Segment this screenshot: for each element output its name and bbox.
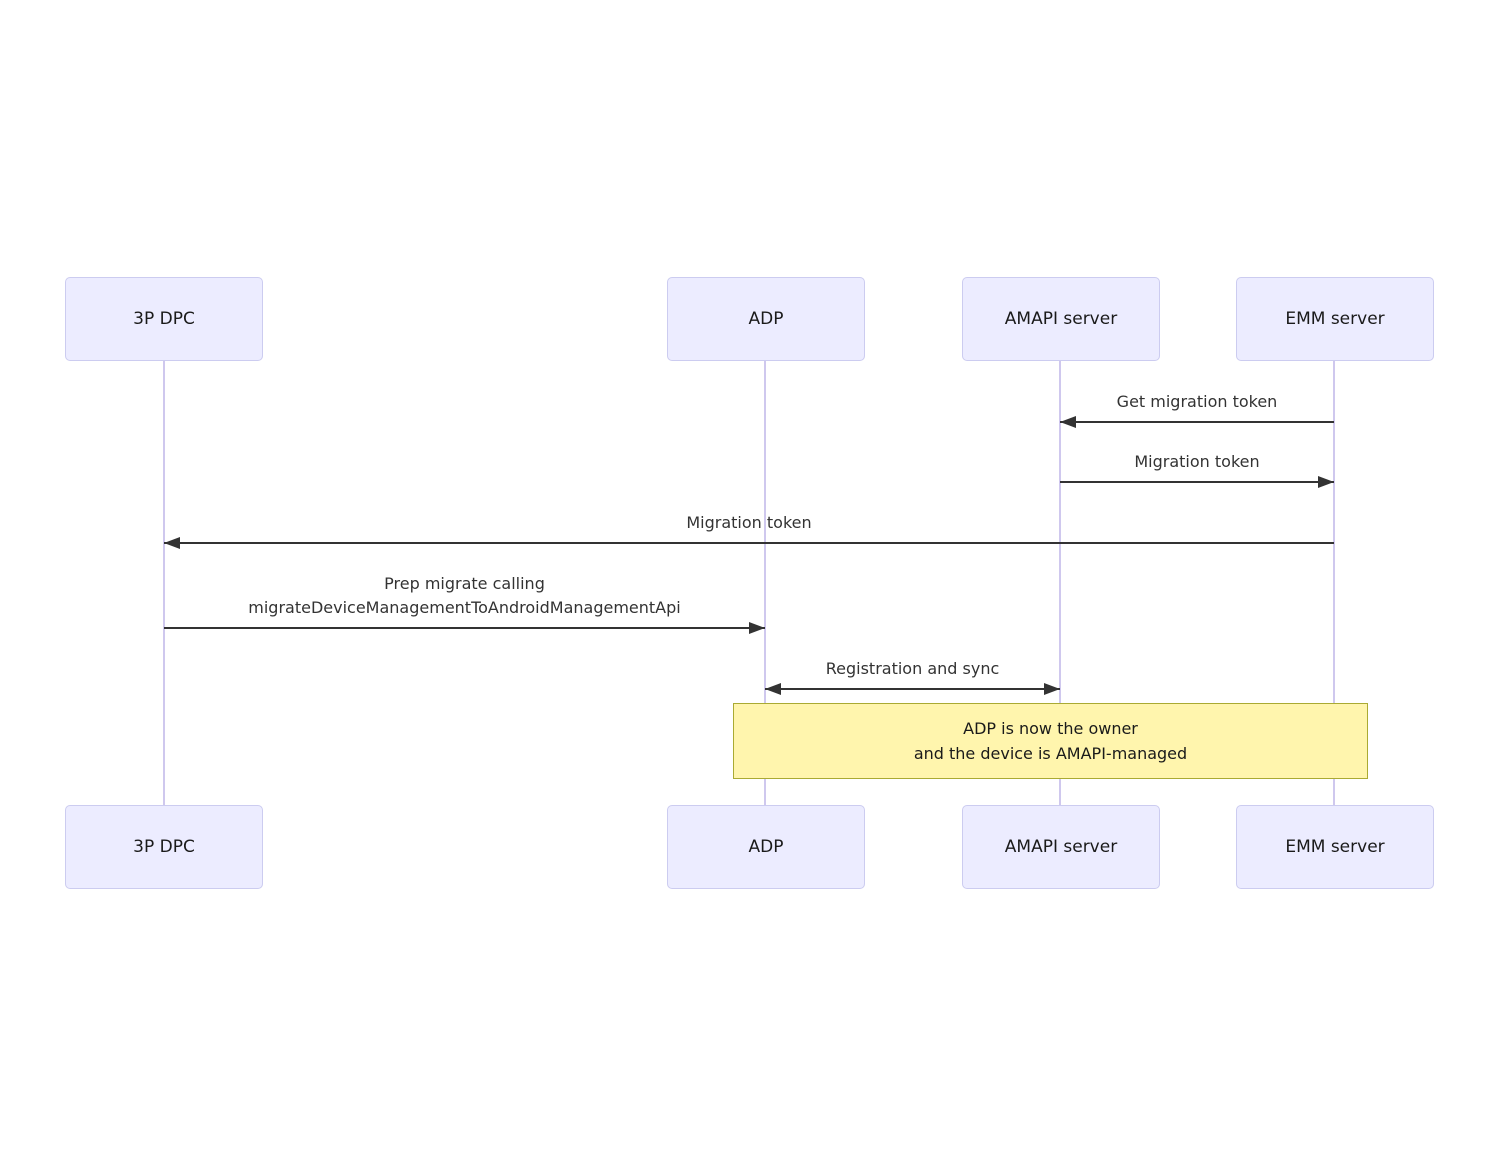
actor-box-adp-top: ADP [667,277,865,361]
message-label-migration-token-long: Migration token [686,513,812,532]
actor-label: 3P DPC [133,837,195,857]
note-line1: ADP is now the owner [963,719,1138,738]
message-line [765,688,1060,690]
message-line [164,542,1334,544]
arrowhead-left [164,537,180,549]
actor-label: ADP [748,309,784,329]
note-adp-owner: ADP is now the owner and the device is A… [733,703,1368,779]
message-label-line2: migrateDeviceManagementToAndroidManageme… [248,598,681,617]
message-label-get-migration-token: Get migration token [1116,392,1278,411]
note-line2: and the device is AMAPI-managed [913,744,1188,763]
message-label-migration-token: Migration token [1134,452,1260,471]
lifeline-emm-server [1333,361,1335,805]
actor-label: EMM server [1285,309,1385,329]
actor-label: AMAPI server [1004,309,1118,329]
lifeline-adp [764,361,766,805]
actor-box-emm-server-bottom: EMM server [1236,805,1434,889]
actor-box-emm-server-top: EMM server [1236,277,1434,361]
message-label-prep-migrate: Prep migrate calling migrateDeviceManage… [164,572,765,620]
actor-label: EMM server [1285,837,1385,857]
lifeline-amapi-server [1059,361,1061,805]
lifeline-3p-dpc [163,361,165,805]
actor-box-3p-dpc-bottom: 3P DPC [65,805,263,889]
actor-label: 3P DPC [133,309,195,329]
message-line [1060,421,1334,423]
arrowhead-left [765,683,781,695]
actor-box-amapi-server-top: AMAPI server [962,277,1160,361]
actor-box-3p-dpc-top: 3P DPC [65,277,263,361]
actor-label: AMAPI server [1004,837,1118,857]
actor-box-adp-bottom: ADP [667,805,865,889]
actor-box-amapi-server-bottom: AMAPI server [962,805,1160,889]
message-label-line1: Prep migrate calling [384,574,545,593]
arrowhead-left [1060,416,1076,428]
arrowhead-right [1044,683,1060,695]
actor-label: ADP [748,837,784,857]
arrowhead-right [749,622,765,634]
message-line [164,627,765,629]
message-label-registration-and-sync: Registration and sync [825,659,1000,678]
arrowhead-right [1318,476,1334,488]
message-line [1060,481,1334,483]
